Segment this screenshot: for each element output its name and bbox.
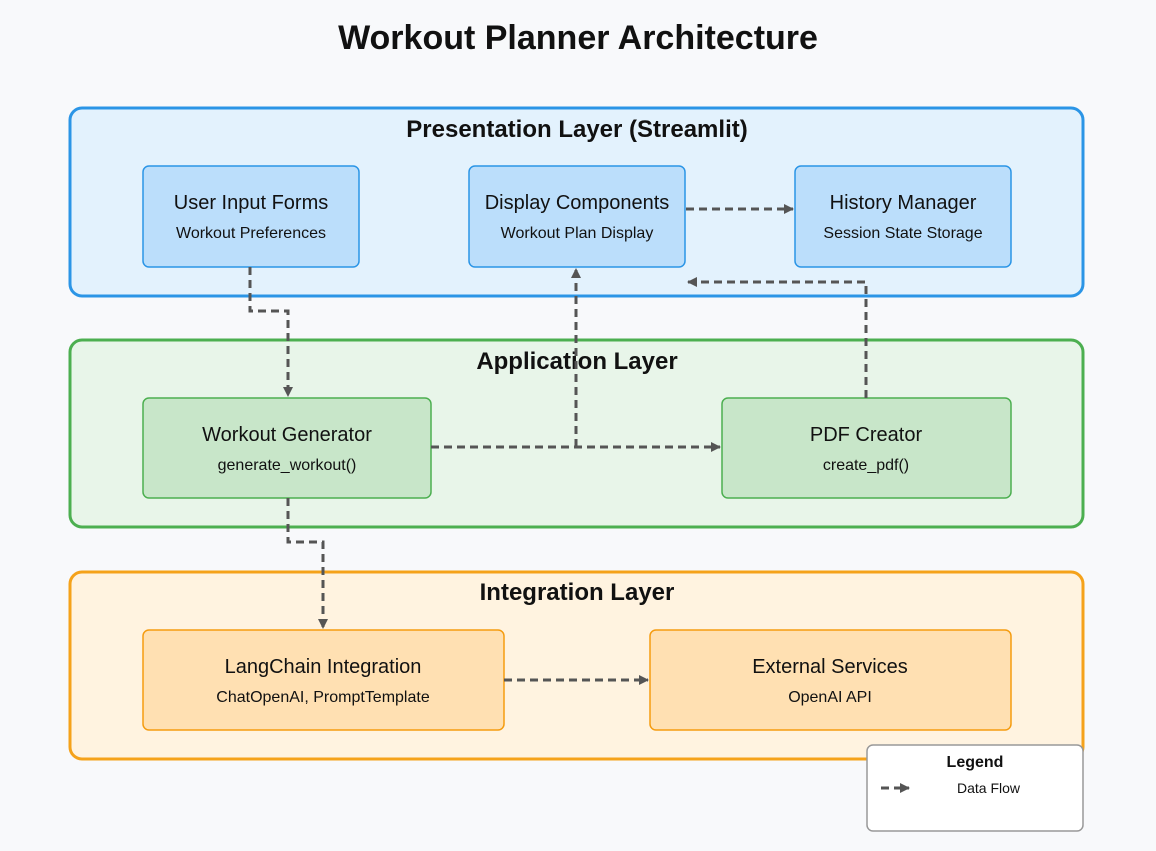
history-manager-title: History Manager bbox=[830, 192, 977, 214]
integration-layer: Integration Layer LangChain Integration … bbox=[68, 570, 1085, 761]
pdf-creator-subtitle: create_pdf() bbox=[823, 457, 909, 474]
langchain-integration-subtitle: ChatOpenAI, PromptTemplate bbox=[216, 689, 430, 706]
pdf-creator-box[interactable]: PDF Creator create_pdf() bbox=[721, 397, 1012, 499]
external-services-box[interactable]: External Services OpenAI API bbox=[649, 629, 1012, 731]
legend: Legend Data Flow bbox=[866, 744, 1084, 832]
langchain-integration-title: LangChain Integration bbox=[225, 656, 422, 678]
display-components-box[interactable]: Display Components Workout Plan Display bbox=[468, 165, 686, 268]
display-components-subtitle: Workout Plan Display bbox=[501, 225, 654, 242]
legend-title: Legend bbox=[947, 754, 1004, 771]
arrow-input-to-generator bbox=[248, 267, 293, 397]
arrow-pdf-to-display bbox=[687, 277, 868, 398]
user-input-forms-box[interactable]: User Input Forms Workout Preferences bbox=[142, 165, 360, 268]
user-input-forms-subtitle: Workout Preferences bbox=[176, 225, 326, 242]
workout-generator-subtitle: generate_workout() bbox=[218, 457, 357, 474]
langchain-integration-box[interactable]: LangChain Integration ChatOpenAI, Prompt… bbox=[142, 629, 505, 731]
integration-layer-title: Integration Layer bbox=[480, 579, 675, 606]
user-input-forms-title: User Input Forms bbox=[174, 192, 328, 214]
legend-item-data-flow: Data Flow bbox=[957, 780, 1021, 796]
history-manager-subtitle: Session State Storage bbox=[823, 225, 982, 242]
pdf-creator-title: PDF Creator bbox=[810, 424, 923, 446]
arrow-generator-to-langchain bbox=[286, 498, 328, 629]
external-services-subtitle: OpenAI API bbox=[788, 689, 872, 706]
history-manager-box[interactable]: History Manager Session State Storage bbox=[794, 165, 1012, 268]
workout-generator-title: Workout Generator bbox=[202, 424, 372, 446]
presentation-layer-title: Presentation Layer (Streamlit) bbox=[406, 116, 747, 143]
display-components-title: Display Components bbox=[485, 192, 670, 214]
diagram-title: Workout Planner Architecture bbox=[338, 19, 818, 57]
presentation-layer: Presentation Layer (Streamlit) User Inpu… bbox=[68, 106, 1085, 298]
external-services-title: External Services bbox=[752, 656, 908, 678]
workout-generator-box[interactable]: Workout Generator generate_workout() bbox=[142, 397, 432, 499]
legend-frame bbox=[866, 744, 1084, 832]
data-flow-arrows bbox=[248, 204, 868, 685]
